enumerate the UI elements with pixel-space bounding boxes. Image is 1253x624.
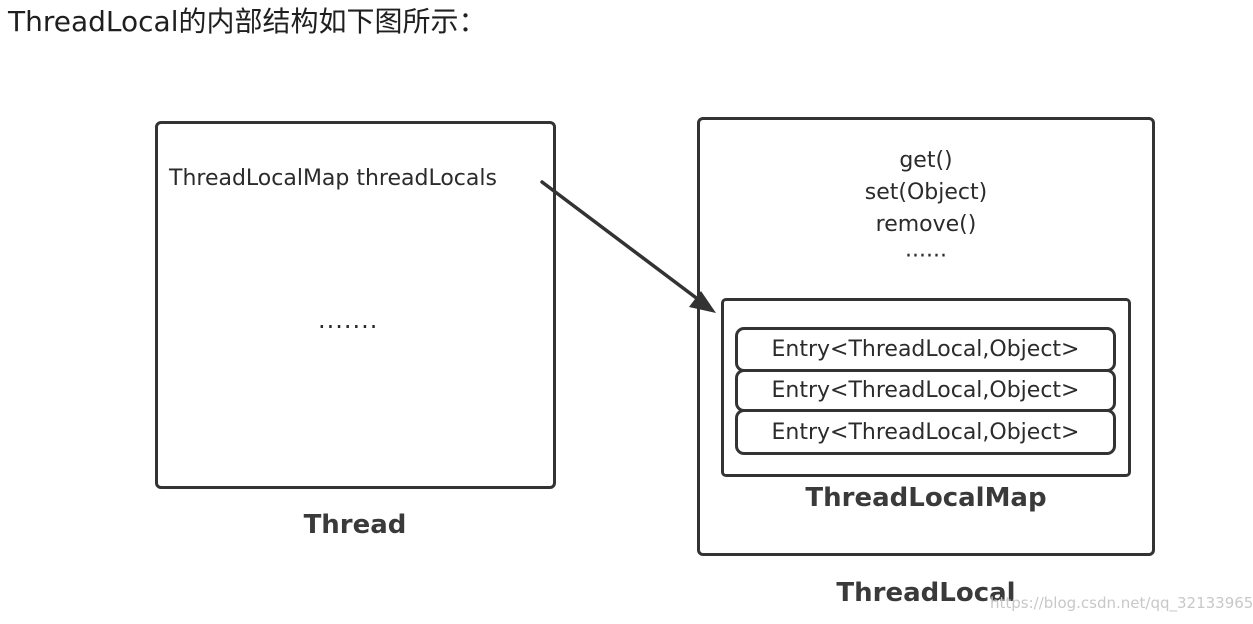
arrow-line <box>540 180 705 305</box>
method-get: get() <box>899 148 953 173</box>
threadlocalmap-caption: ThreadLocalMap <box>805 483 1047 513</box>
method-ellipsis: ······ <box>905 244 947 269</box>
page-heading: ThreadLocal的内部结构如下图所示： <box>8 5 487 38</box>
entry-row: Entry<ThreadLocal,Object> <box>735 409 1116 455</box>
threadlocals-field-label: ThreadLocalMap threadLocals <box>169 166 497 191</box>
threadlocal-method-list: get() set(Object) remove() ······ <box>697 145 1155 273</box>
method-remove: remove() <box>875 212 977 237</box>
entry-row: Entry<ThreadLocal,Object> <box>735 369 1116 412</box>
watermark: https://blog.csdn.net/qq_32133965 <box>990 594 1253 612</box>
thread-caption: Thread <box>303 510 407 540</box>
entry-row: Entry<ThreadLocal,Object> <box>735 327 1116 372</box>
thread-box <box>155 121 556 489</box>
method-set: set(Object) <box>864 180 988 205</box>
threadlocal-caption: ThreadLocal <box>836 578 1016 608</box>
thread-ellipsis: ······· <box>318 313 379 341</box>
